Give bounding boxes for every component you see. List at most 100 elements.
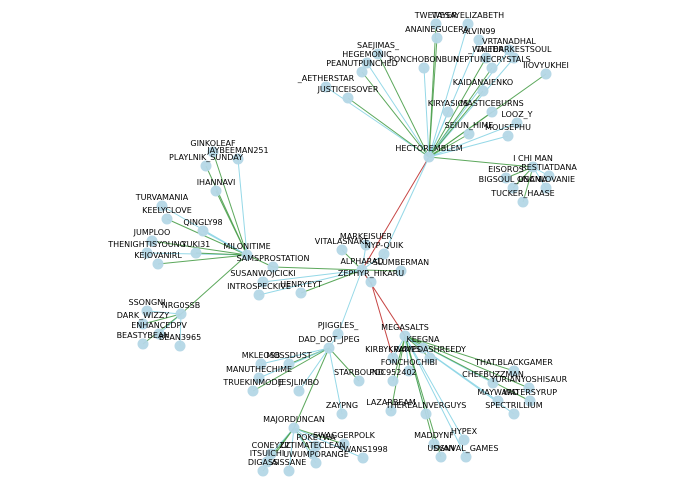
graph-node-PONCHOBONBUN[interactable]	[418, 62, 430, 74]
graph-node-BIGSOUL_USAMA[interactable]	[507, 182, 519, 194]
graph-node-ONCNLOVANIE[interactable]	[540, 182, 552, 194]
graph-node-ITSUICHI[interactable]	[261, 456, 273, 468]
graph-edge-green	[428, 133, 470, 158]
graph-node-DAD_DOT_JPEG[interactable]	[323, 342, 335, 354]
graph-node-ALPHARAD[interactable]	[356, 264, 368, 276]
graph-node-MOSSDUST[interactable]	[283, 358, 295, 370]
graph-node-ANAINEGUCERA[interactable]	[431, 32, 443, 44]
graph-node-MKLEOSB[interactable]	[255, 358, 267, 370]
graph-edge-green	[293, 347, 330, 429]
graph-node-NYP_QUIK[interactable]	[378, 248, 390, 260]
graph-node-WESAYELIZABETH[interactable]	[462, 18, 474, 30]
graph-node-ENHANCEDPV[interactable]	[153, 328, 165, 340]
graph-node-WATERSYRUP[interactable]	[524, 395, 536, 407]
graph-node-ZEPHYR_HIKARU[interactable]	[365, 276, 377, 288]
graph-node-IIOVYUKHEI[interactable]	[540, 68, 552, 80]
graph-node-THEREALNVERGUYS[interactable]	[420, 408, 432, 420]
graph-node-ZAYPNG[interactable]	[336, 408, 348, 420]
graph-node-SWANS1998[interactable]	[357, 452, 369, 464]
graph-node-TUCKER_HAASE[interactable]	[517, 196, 529, 208]
graph-node-PJIGGLES_[interactable]	[332, 328, 344, 340]
node-label: UWUMPORANGE	[283, 450, 349, 459]
graph-edge-green	[392, 335, 406, 382]
graph-node-KEJOVANIRL[interactable]	[152, 258, 164, 270]
graph-node-KEELYCLOVE[interactable]	[161, 213, 173, 225]
graph-node-MANUTHECHIME[interactable]	[253, 372, 265, 384]
graph-node-RESTIATDANA[interactable]	[543, 170, 555, 182]
graph-node-SWAGGERPOLK[interactable]	[338, 438, 350, 450]
graph-node-SAMSPROSTATION[interactable]	[267, 261, 279, 273]
graph-node-TRUEKINMODE[interactable]	[247, 385, 259, 397]
graph-node-KIRYASICS[interactable]	[442, 106, 454, 118]
graph-node-EISOROS[interactable]	[500, 172, 512, 184]
graph-node-ULTIMATECLEAN[interactable]	[307, 448, 319, 460]
graph-node-WAVEDASHREEDY[interactable]	[424, 352, 436, 364]
graph-node-TWETAYER[interactable]	[430, 18, 442, 30]
graph-node-THEDARKESTSOUL[interactable]	[508, 52, 520, 64]
graph-node-JUSTICEISOVER[interactable]	[342, 92, 354, 104]
graph-node-_WALTER[interactable]	[480, 52, 492, 64]
graph-node-MAJORDUNCAN[interactable]	[288, 422, 300, 434]
graph-node-UWUMPORANGE[interactable]	[310, 457, 322, 469]
graph-node-MARKEISUER[interactable]	[360, 239, 372, 251]
graph-node-STARBOUND[interactable]	[353, 375, 365, 387]
graph-node-MEGASALTS[interactable]	[399, 330, 411, 342]
graph-node-I_CHI_MAN[interactable]	[527, 161, 539, 173]
graph-node-DSNVAL_GAMES[interactable]	[460, 451, 472, 463]
graph-node-LAZARBEAM[interactable]	[385, 405, 397, 417]
graph-node-MASTICEBURNS[interactable]	[486, 106, 498, 118]
graph-node-YURIANYOSHISAUR[interactable]	[523, 382, 535, 394]
graph-node-MOUSEPHU[interactable]	[502, 130, 514, 142]
graph-edge-cyan	[428, 122, 518, 158]
graph-node-MADDYNF[interactable]	[428, 438, 440, 450]
graph-node-GINKOLEAF[interactable]	[207, 146, 219, 158]
graph-edge-green	[300, 269, 363, 294]
graph-node-KEEGNA[interactable]	[417, 342, 429, 354]
graph-node-SSONGNI[interactable]	[141, 305, 153, 317]
graph-node-PEANUTPUNCHED[interactable]	[356, 66, 368, 78]
graph-node-BEAN3965[interactable]	[174, 340, 186, 352]
graph-node-SLUMBERMAN[interactable]	[395, 265, 407, 277]
graph-node-HECTOREMBLEM[interactable]	[423, 151, 435, 163]
graph-node-SEIUN_HIME[interactable]	[463, 128, 475, 140]
graph-node-USVAN[interactable]	[435, 451, 447, 463]
graph-node-LOOZ_Y[interactable]	[511, 117, 523, 129]
graph-node-JESJLIMBO[interactable]	[293, 385, 305, 397]
graph-edge-cyan	[258, 269, 363, 296]
graph-node-PLAYLNIK_SUNDAY[interactable]	[200, 160, 212, 172]
graph-node-SAEJIMAS_[interactable]	[372, 48, 384, 60]
graph-node-HEGEMONIC[interactable]	[361, 57, 373, 69]
graph-node-ALVIN99[interactable]	[473, 34, 485, 46]
graph-node-SUSANWOJCICKI[interactable]	[257, 276, 269, 288]
graph-node-THENIGHTISYOUNG[interactable]	[141, 247, 153, 259]
graph-node-THAT_BLACKGAMER[interactable]	[508, 365, 520, 377]
graph-node-AISSANE[interactable]	[283, 465, 295, 477]
graph-node-TURVAMANIA[interactable]	[156, 200, 168, 212]
graph-node-JAYBEEMAN251[interactable]	[232, 153, 244, 165]
graph-node-NEPTUNECRYSTALS[interactable]	[486, 62, 498, 74]
graph-node-KIRBYKRAMPS[interactable]	[387, 352, 399, 364]
graph-node-KAIDANAIENKO[interactable]	[477, 85, 489, 97]
graph-node-QINGLY98[interactable]	[197, 225, 209, 237]
graph-node-IHANNAVI[interactable]	[210, 185, 222, 197]
node-label: DARK_WIZZY	[117, 311, 170, 320]
graph-node-HYPEX[interactable]	[458, 434, 470, 446]
graph-node-SPECTRILLIUM[interactable]	[508, 408, 520, 420]
graph-node-VRTANADHAL[interactable]	[503, 44, 515, 56]
graph-node-NRG0SSB[interactable]	[175, 308, 187, 320]
graph-node-FONCHOCHIBI[interactable]	[403, 365, 415, 377]
graph-node-INTROSPECKIVE[interactable]	[253, 289, 265, 301]
graph-node-MAYWARD[interactable]	[492, 395, 504, 407]
graph-node-DARK_WIZZY[interactable]	[137, 318, 149, 330]
graph-node-JUMPLOO[interactable]	[146, 235, 158, 247]
graph-edge-green	[272, 266, 363, 271]
graph-node-HENRYEYT[interactable]	[295, 287, 307, 299]
graph-node-CHEFBUZZMAN[interactable]	[487, 377, 499, 389]
graph-node-DIGASS[interactable]	[257, 465, 269, 477]
graph-node-BEASTYBEAN[interactable]	[137, 338, 149, 350]
graph-node-MILONITIME[interactable]	[241, 249, 253, 261]
graph-node-POC952402[interactable]	[387, 375, 399, 387]
graph-node-YUKI31[interactable]	[190, 247, 202, 259]
graph-node-VITALASNAKE[interactable]	[336, 244, 348, 256]
graph-node-_AETHERSTAR[interactable]	[320, 81, 332, 93]
